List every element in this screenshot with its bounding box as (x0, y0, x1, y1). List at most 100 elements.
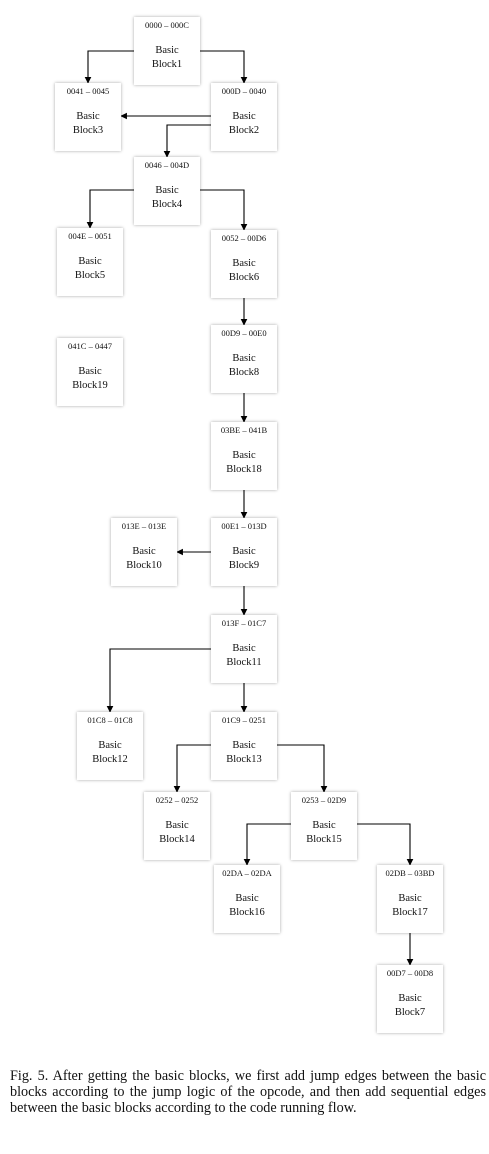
block-address-range: 013F – 01C7 (222, 618, 266, 628)
block-address-range: 013E – 013E (122, 521, 166, 531)
block-label-line2: Block3 (73, 125, 103, 136)
block-label-line1: Basic (132, 546, 156, 557)
block-label-line2: Block19 (72, 380, 108, 391)
block-label-line1: Basic (232, 450, 256, 461)
block-address-range: 0041 – 0045 (67, 86, 110, 96)
block-label-line2: Block11 (226, 657, 261, 668)
block-box (55, 83, 121, 151)
block-address-range: 00D7 – 00D8 (387, 968, 433, 978)
block-box (211, 615, 277, 683)
block-box (377, 965, 443, 1033)
block-box (211, 712, 277, 780)
block-label-line1: Basic (398, 993, 422, 1004)
block-label-line2: Block6 (229, 272, 259, 283)
edge-b15-to-b17 (357, 823, 414, 866)
block-address-range: 01C9 – 0251 (222, 715, 266, 725)
block-box (77, 712, 143, 780)
block-box (57, 338, 123, 406)
block-box (111, 518, 177, 586)
block-label-line1: Basic (235, 893, 259, 904)
block-label-line1: Basic (232, 643, 256, 654)
block-label-line2: Block18 (226, 464, 262, 475)
block-label-line1: Basic (165, 820, 189, 831)
block-address-range: 041C – 0447 (68, 341, 112, 351)
block-label-line1: Basic (78, 366, 102, 377)
block-box (134, 17, 200, 85)
block-label-line2: Block8 (229, 367, 259, 378)
block-box (211, 83, 277, 151)
block-address-range: 00D9 – 00E0 (221, 328, 266, 338)
block-address-range: 004E – 0051 (68, 231, 111, 241)
block-label-line2: Block14 (159, 834, 195, 845)
edge-b4-to-b5 (86, 189, 134, 229)
block-address-range: 000D – 0040 (222, 86, 266, 96)
block-label-line1: Basic (232, 546, 256, 557)
block-box (211, 422, 277, 490)
block-box (57, 228, 123, 296)
block-label-line2: Block5 (75, 270, 105, 281)
block-label-line2: Block1 (152, 59, 182, 70)
block-address-range: 0046 – 004D (145, 160, 189, 170)
block-box (211, 518, 277, 586)
block-address-range: 0253 – 02D9 (302, 795, 346, 805)
edge-b2-to-b4 (163, 124, 211, 158)
block-label-line1: Basic (78, 256, 102, 267)
block-address-range: 0252 – 0252 (156, 795, 199, 805)
block-box (144, 792, 210, 860)
edge-b4-to-b6 (200, 189, 248, 231)
block-label-line1: Basic (155, 45, 179, 56)
block-label-line1: Basic (98, 740, 122, 751)
block-label-line1: Basic (232, 111, 256, 122)
block-label-line1: Basic (232, 353, 256, 364)
block-label-line2: Block9 (229, 560, 259, 571)
block-label-line1: Basic (155, 185, 179, 196)
block-box (291, 792, 357, 860)
block-label-line1: Basic (398, 893, 422, 904)
block-label-line1: Basic (312, 820, 336, 831)
block-label-line2: Block16 (229, 907, 265, 918)
edge-b15-to-b16 (243, 823, 291, 866)
block-box (377, 865, 443, 933)
block-label-line2: Block13 (226, 754, 262, 765)
block-label-line2: Block10 (126, 560, 162, 571)
block-address-range: 02DA – 02DA (222, 868, 272, 878)
block-label-line1: Basic (232, 258, 256, 269)
edge-b13-to-b14 (173, 744, 211, 793)
block-label-line2: Block12 (92, 754, 128, 765)
block-box (211, 230, 277, 298)
block-label-line1: Basic (76, 111, 100, 122)
edge-b13-to-b15 (277, 744, 328, 793)
block-label-line1: Basic (232, 740, 256, 751)
block-label-line2: Block15 (306, 834, 342, 845)
block-address-range: 00E1 – 013D (221, 521, 266, 531)
block-address-range: 01C8 – 01C8 (87, 715, 132, 725)
block-box (134, 157, 200, 225)
figure-caption: Fig. 5. After getting the basic blocks, … (10, 1068, 486, 1116)
block-label-line2: Block7 (395, 1007, 425, 1018)
block-address-range: 03BE – 041B (221, 425, 268, 435)
edge-b1-to-b2 (200, 50, 248, 84)
block-address-range: 02DB – 03BD (385, 868, 434, 878)
edge-b11-to-b12 (106, 648, 211, 713)
block-box (211, 325, 277, 393)
block-label-line2: Block4 (152, 199, 183, 210)
